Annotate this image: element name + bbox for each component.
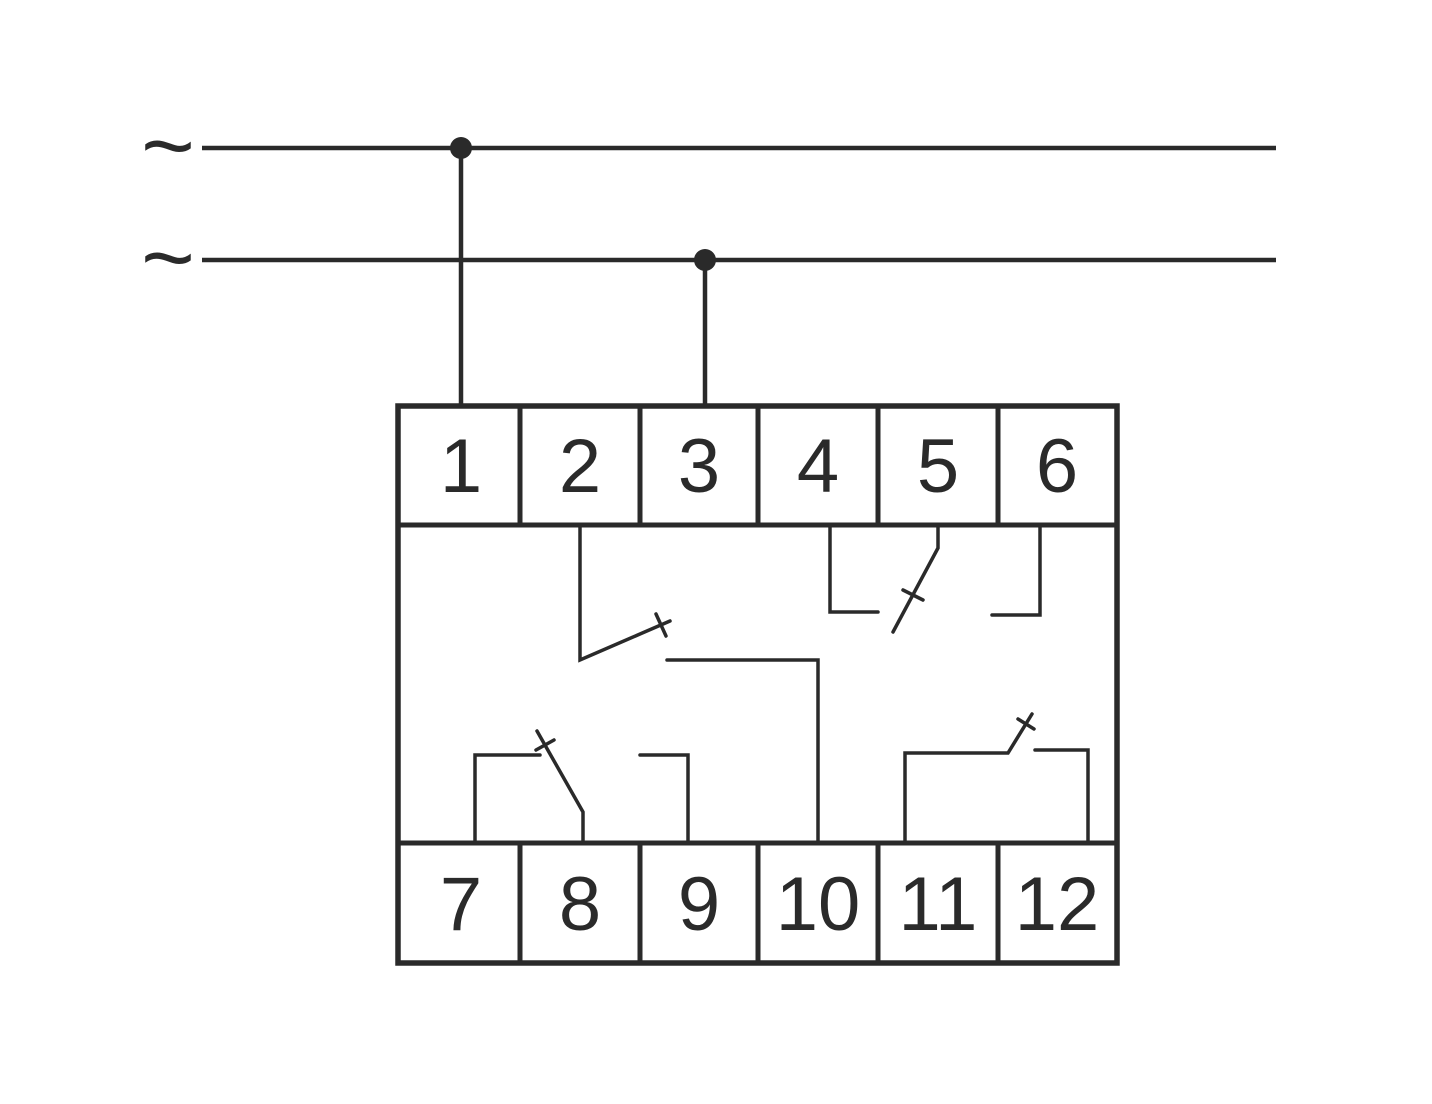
ac-symbol-2: ~ [141, 207, 195, 309]
contact-6-fixed [990, 523, 1042, 617]
contact-5-blade [891, 523, 940, 634]
contact-11-blade [903, 712, 1034, 845]
terminal-cell-6 [995, 403, 1120, 528]
contact-5-tick [901, 588, 925, 602]
ac-symbol-1: ~ [141, 95, 195, 197]
contact-7-fixed [473, 753, 542, 845]
contact-12-fixed [1033, 748, 1090, 845]
terminal-label-4: 4 [797, 424, 839, 509]
contact-2-tick [654, 612, 668, 638]
terminal-label-12: 12 [1015, 862, 1100, 947]
contact-9-fixed [638, 753, 690, 845]
junction-dot-1 [450, 137, 472, 159]
terminal-label-8: 8 [559, 862, 601, 947]
bottom-terminal-labels: 7 8 9 10 11 12 [440, 862, 1099, 947]
junction-dot-2 [694, 249, 716, 271]
terminal-label-6: 6 [1036, 424, 1078, 509]
terminal-label-11: 11 [899, 862, 978, 947]
top-terminal-row [395, 403, 1120, 528]
terminal-label-2: 2 [559, 424, 601, 509]
terminal-label-10: 10 [776, 862, 861, 947]
terminal-label-3: 3 [678, 424, 720, 509]
terminal-cell-12 [995, 840, 1120, 966]
terminal-label-5: 5 [917, 424, 959, 509]
relay-contacts [473, 523, 1090, 845]
contact-10-fixed [665, 658, 820, 845]
contact-8-tick [534, 738, 556, 752]
contact-2-blade [578, 523, 672, 663]
top-terminal-labels: 1 2 3 4 5 6 [440, 424, 1078, 509]
contact-11-tick [1016, 717, 1036, 731]
terminal-label-1: 1 [440, 424, 482, 509]
contact-8-blade [535, 729, 585, 845]
terminal-label-9: 9 [678, 862, 720, 947]
terminal-label-7: 7 [440, 862, 482, 947]
contact-4-fixed [828, 523, 880, 614]
bottom-terminal-row [395, 840, 1120, 966]
